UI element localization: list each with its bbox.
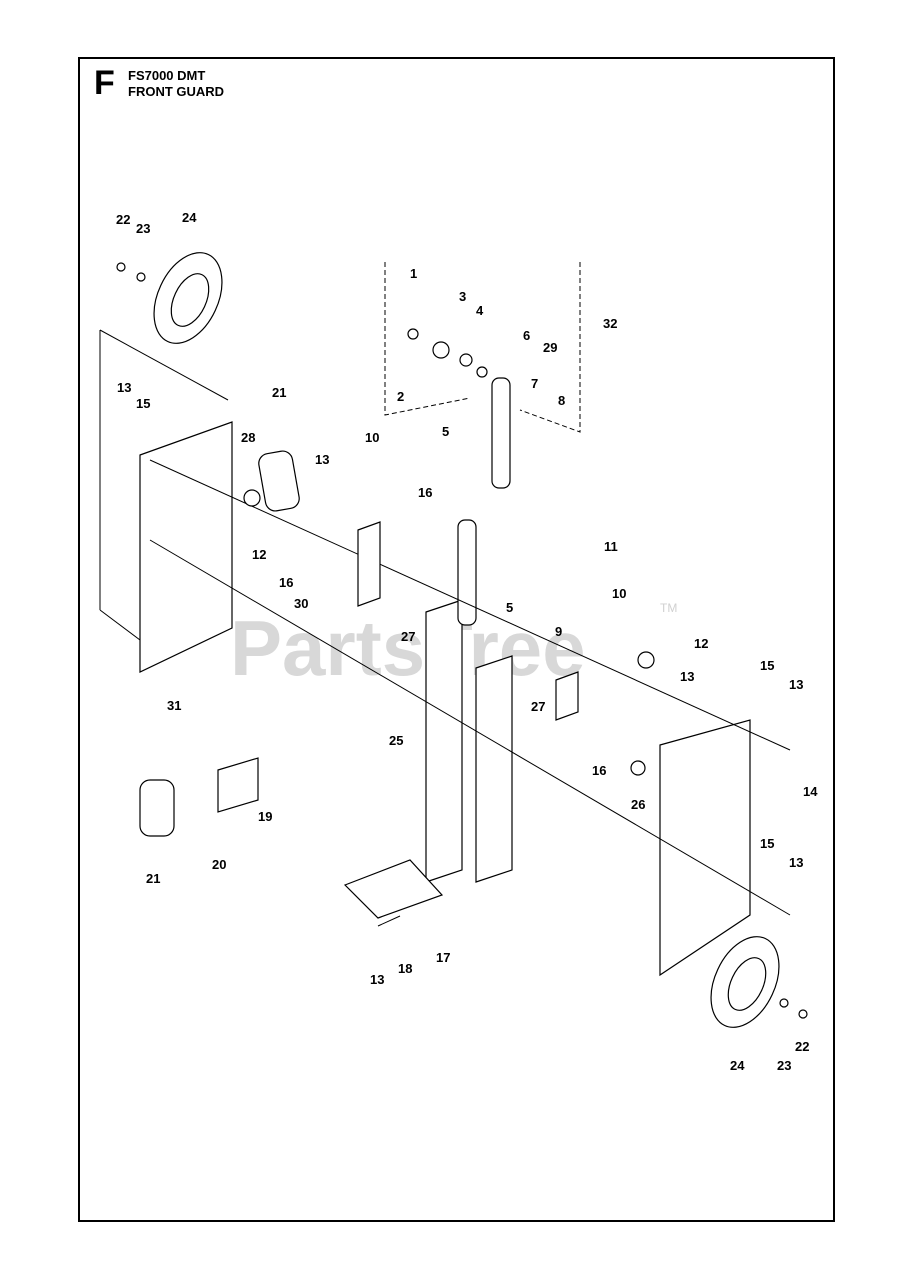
callout-22a: 22 xyxy=(116,212,130,227)
callout-27b: 27 xyxy=(531,699,545,714)
left-side-panel xyxy=(139,421,233,673)
callout-23a: 23 xyxy=(136,221,150,236)
callout-5a: 5 xyxy=(442,424,449,439)
section-letter: F xyxy=(94,64,115,102)
callout-13f: 13 xyxy=(370,972,384,987)
callout-10b: 10 xyxy=(612,586,626,601)
handle-upper xyxy=(258,450,300,512)
bearing-3 xyxy=(432,341,450,359)
callout-22b: 22 xyxy=(795,1039,809,1054)
wheel-hub-top-left xyxy=(170,273,210,327)
callout-28: 28 xyxy=(241,430,255,445)
leader-line xyxy=(99,609,141,641)
callout-26: 26 xyxy=(631,797,645,812)
ring-6 xyxy=(476,366,488,378)
roller-strip-lower xyxy=(457,519,477,626)
knob-28 xyxy=(243,489,261,507)
callout-21a: 21 xyxy=(272,385,286,400)
assembly-bracket-right xyxy=(519,262,581,433)
diagram-frame xyxy=(78,57,835,1222)
callout-16a: 16 xyxy=(418,485,432,500)
callout-23b: 23 xyxy=(777,1058,791,1073)
callout-31: 31 xyxy=(167,698,181,713)
callout-30: 30 xyxy=(294,596,308,611)
callout-9: 9 xyxy=(555,624,562,639)
model-name: FS7000 DMT xyxy=(128,68,206,83)
callout-13a: 13 xyxy=(117,380,131,395)
callout-13d: 13 xyxy=(789,677,803,692)
bolt-2 xyxy=(407,328,419,340)
rear-post xyxy=(475,655,513,883)
callout-19: 19 xyxy=(258,809,272,824)
callout-7: 7 xyxy=(531,376,538,391)
callout-10a: 10 xyxy=(365,430,379,445)
callout-24a: 24 xyxy=(182,210,197,225)
nut-22-bottom xyxy=(798,1009,808,1019)
main-post xyxy=(425,599,463,883)
callout-8: 8 xyxy=(558,393,565,408)
callout-32: 32 xyxy=(603,316,617,331)
callout-21b: 21 xyxy=(146,871,160,886)
wheel-hub-bottom-right xyxy=(727,957,767,1011)
knob-26 xyxy=(630,760,646,776)
base-plate-17 xyxy=(343,859,444,919)
callout-13b: 13 xyxy=(315,452,329,467)
callout-25: 25 xyxy=(389,733,403,748)
page-title: FRONT GUARD xyxy=(128,84,225,99)
handle-lower xyxy=(139,779,175,837)
bracket-left-mount xyxy=(357,521,381,607)
callout-13e: 13 xyxy=(789,855,803,870)
callout-11: 11 xyxy=(604,539,618,554)
leader-line xyxy=(149,539,791,916)
callout-12b: 12 xyxy=(694,636,708,651)
watermark-trademark: TM xyxy=(660,601,677,615)
knob-11 xyxy=(637,651,655,669)
callout-3: 3 xyxy=(459,289,466,304)
nut-22-top xyxy=(116,262,126,272)
callout-16c: 16 xyxy=(592,763,606,778)
roller-strip-upper xyxy=(491,377,511,489)
bracket-20 xyxy=(217,757,259,813)
callout-2: 2 xyxy=(397,389,404,404)
right-side-panel xyxy=(659,719,751,977)
leader-line xyxy=(377,915,401,927)
washer-23-top xyxy=(136,272,146,282)
callout-16b: 16 xyxy=(279,575,293,590)
callout-4: 4 xyxy=(476,303,484,318)
leader-line xyxy=(149,459,791,751)
spacer-4 xyxy=(459,353,473,367)
callout-24b: 24 xyxy=(730,1058,745,1073)
callout-14: 14 xyxy=(803,784,818,799)
callout-29: 29 xyxy=(543,340,557,355)
watermark-text: PartsTree xyxy=(230,604,586,692)
callout-18: 18 xyxy=(398,961,412,976)
callout-27a: 27 xyxy=(401,629,415,644)
callout-17: 17 xyxy=(436,950,450,965)
callout-13c: 13 xyxy=(680,669,694,684)
callout-5b: 5 xyxy=(506,600,513,615)
washer-23-bottom xyxy=(779,998,789,1008)
callout-20: 20 xyxy=(212,857,226,872)
callout-labels: 1 2 3 4 5 5 6 7 8 9 10 10 11 12 12 13 13… xyxy=(116,210,818,1073)
callout-15b: 15 xyxy=(760,658,774,673)
assembly-bracket-left xyxy=(384,262,471,416)
bracket-right-mount xyxy=(555,671,579,721)
callout-15a: 15 xyxy=(136,396,150,411)
callout-6: 6 xyxy=(523,328,530,343)
callout-15c: 15 xyxy=(760,836,774,851)
callout-12a: 12 xyxy=(252,547,266,562)
callout-1: 1 xyxy=(410,266,417,281)
leader-line xyxy=(99,329,229,401)
